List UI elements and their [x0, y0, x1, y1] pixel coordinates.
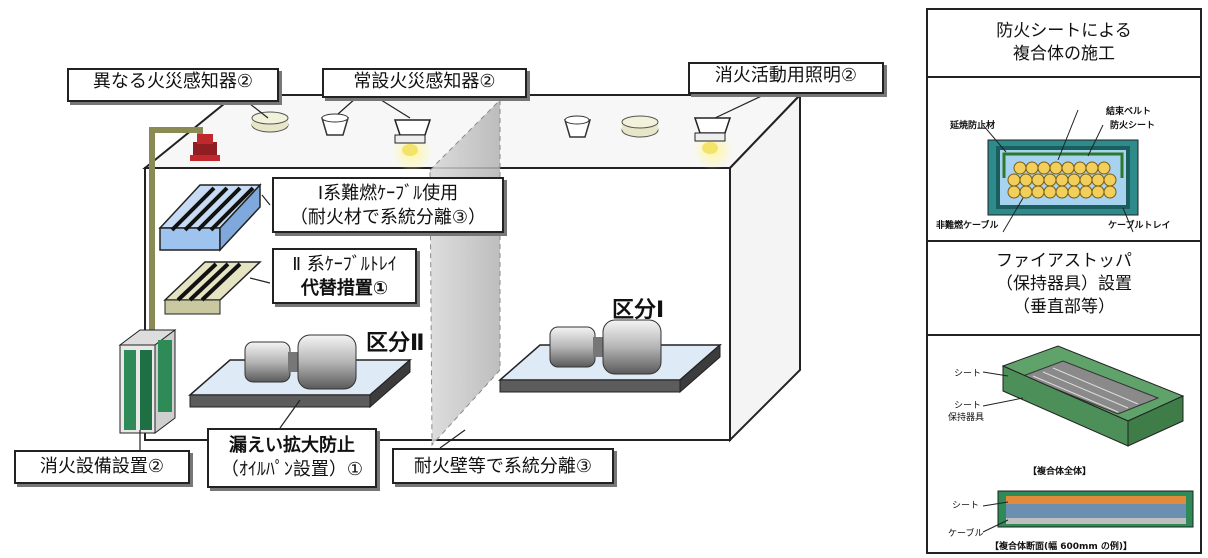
- callout-system2-line1: Ⅱ 系ｹｰﾌﾞﾙﾄﾚｲ: [292, 254, 397, 275]
- fire-sheet-cross-section: [982, 109, 1139, 233]
- callout-lighting-text: 消火活動用照明②: [714, 65, 858, 86]
- callout-leak-line1: 漏えい拡大防止: [229, 435, 355, 456]
- zone2-label: 区分Ⅱ: [366, 331, 425, 356]
- callout-firewall-text: 耐火壁等で系統分離③: [413, 456, 593, 477]
- panel-section2-title-line1: ファイアストッパ: [996, 251, 1132, 271]
- panel-section-firestopper: ファイアストッパ （保持器具）設置 （垂直部等）: [928, 242, 1200, 336]
- zone1-label: 区分Ⅰ: [612, 298, 665, 323]
- label-cable-tray: ケーブルトレイ: [1108, 221, 1171, 231]
- callout-system1: Ⅰ系難燃ｹｰﾌﾞﾙ使用 （耐火材で系統分離③）: [272, 177, 504, 233]
- panel-section-composite: シート シート 保持器具 【複合体全体】 シート ケーブル 【複合体断面(幅 6…: [928, 336, 1200, 552]
- callout-system1-line2: （耐火材で系統分離③）: [289, 207, 487, 228]
- label-sheet-bottom: シート: [952, 501, 980, 511]
- composite-illustration: [982, 345, 1194, 533]
- callout-lighting: 消火活動用照明②: [688, 62, 884, 94]
- callout-permanent-detector-text: 常設火災感知器②: [353, 71, 496, 92]
- pump-zone2: [188, 334, 412, 409]
- label-binding-belt: 結束ベルト: [1106, 107, 1152, 117]
- label-fire-sheet: 防火シート: [1110, 121, 1156, 131]
- panel-section2-title-line2: （保持器具）設置: [996, 274, 1132, 294]
- callout-extinguish-equipment-text: 消火設備設置②: [39, 456, 165, 477]
- callout-leak: 漏えい拡大防止 （ｵｲﾙﾊﾟﾝ設置）①: [207, 428, 377, 488]
- cable-tray-system2: [163, 261, 262, 315]
- caption-composite-whole: 【複合体全体】: [1028, 467, 1092, 477]
- label-sheet-mid: シート: [954, 401, 982, 411]
- cable-tray-system1: [158, 183, 262, 252]
- panel-section1-title-line1: 防火シートによる: [996, 21, 1132, 41]
- panel-section2-title-line3: （垂直部等）: [1013, 297, 1115, 317]
- callout-different-detector-text: 異なる火災感知器②: [92, 71, 254, 92]
- lighting-fixture-left-icon: [392, 119, 432, 172]
- construction-panel: 防火シートによる 複合体の施工: [926, 8, 1202, 554]
- callout-extinguish-equipment: 消火設備設置②: [14, 450, 190, 484]
- label-nonflame-cable: 非難燃ケーブル: [936, 221, 999, 231]
- panel-section2-title: ファイアストッパ （保持器具）設置 （垂直部等）: [928, 250, 1200, 319]
- callout-system2: Ⅱ 系ｹｰﾌﾞﾙﾄﾚｲ 代替措置①: [272, 248, 417, 304]
- callout-different-detector: 異なる火災感知器②: [67, 68, 279, 102]
- caption-composite-section: 【複合体断面(幅 600mm の例)】: [990, 542, 1133, 552]
- red-alarm-icon: [190, 134, 220, 161]
- label-sheet-top: シート: [954, 369, 982, 379]
- ceiling-detectors: [251, 111, 659, 138]
- label-holder: 保持器具: [948, 413, 985, 423]
- callout-firewall: 耐火壁等で系統分離③: [392, 448, 614, 484]
- callout-system2-line2: 代替措置①: [300, 278, 389, 299]
- callout-permanent-detector: 常設火災感知器②: [322, 68, 527, 98]
- callout-leak-line2: （ｵｲﾙﾊﾟﾝ設置）①: [220, 459, 364, 480]
- label-flame-retardant: 延焼防止材: [950, 121, 996, 131]
- label-cable: ケーブル: [948, 529, 984, 539]
- extinguisher-panel: [118, 329, 177, 434]
- panel-section1-title: 防火シートによる 複合体の施工: [928, 20, 1200, 66]
- lighting-fixture-right-icon: [693, 117, 733, 170]
- callout-system1-line1: Ⅰ系難燃ｹｰﾌﾞﾙ使用: [317, 183, 459, 204]
- pump-zone1: [498, 319, 722, 394]
- panel-section1-title-line2: 複合体の施工: [1013, 44, 1115, 64]
- panel-section-fire-sheet: 防火シートによる 複合体の施工: [928, 10, 1200, 242]
